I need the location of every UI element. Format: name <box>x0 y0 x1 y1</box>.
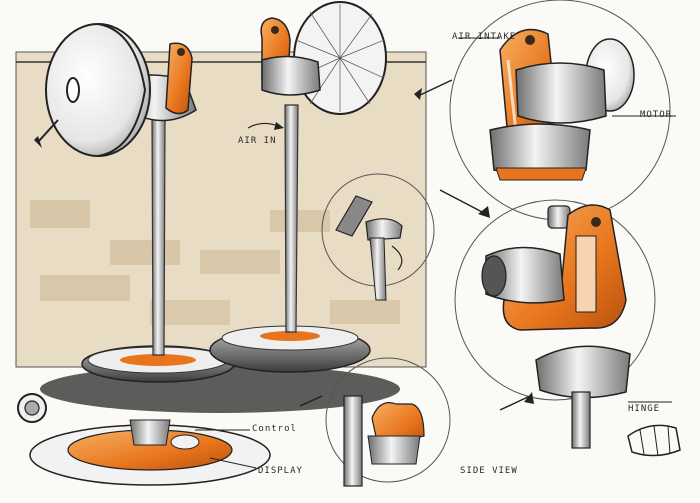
side-view-detail <box>299 357 451 487</box>
detail-hinge-circle <box>321 173 435 301</box>
annotation-air-intake: AIR INTAKE <box>452 32 517 42</box>
fan-center-illustration <box>209 1 387 373</box>
exploded-upper-assembly <box>414 0 676 221</box>
annotation-side-view: SIDE VIEW <box>460 466 518 476</box>
exploded-middle-assembly <box>439 189 656 401</box>
exploded-lower-hinge <box>499 345 672 449</box>
air-in-arrow <box>247 122 284 130</box>
annotation-air-in: AIR IN <box>238 136 277 146</box>
annotation-motor: MOTOR <box>640 110 673 120</box>
annotation-display: DISPLAY <box>258 466 303 476</box>
small-hinge-sketch <box>627 424 681 457</box>
annotation-hinge: HINGE <box>628 404 661 414</box>
annotation-control: Control <box>252 424 297 434</box>
base-display-detail <box>29 419 271 486</box>
control-knob <box>17 393 47 423</box>
